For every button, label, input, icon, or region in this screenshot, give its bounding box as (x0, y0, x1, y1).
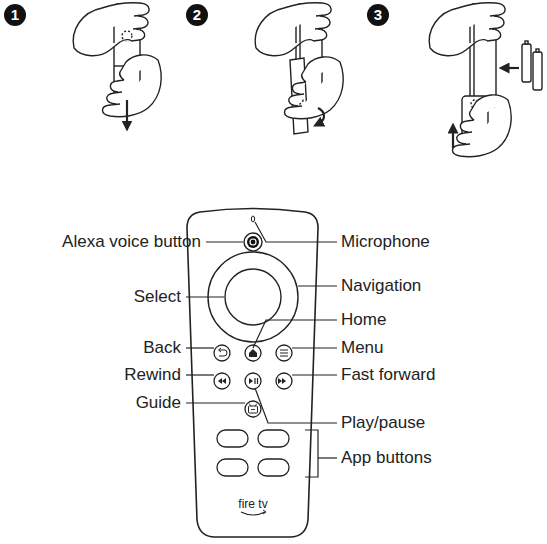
part-label: Home (341, 310, 386, 330)
part-label: Play/pause (341, 413, 425, 433)
callout-number: 3 (367, 4, 389, 26)
part-label: Menu (341, 338, 384, 358)
part-label: Rewind (124, 365, 181, 385)
callout-number: 2 (186, 4, 208, 26)
part-label: Select (134, 287, 181, 307)
callout-number: 1 (4, 4, 26, 26)
part-label: Microphone (341, 232, 430, 252)
part-label: App buttons (341, 448, 432, 468)
part-label: Navigation (341, 276, 421, 296)
part-label: Alexa voice button (62, 232, 201, 252)
part-label: Back (143, 338, 181, 358)
part-label: Fast forward (341, 365, 435, 385)
part-label: Guide (136, 393, 181, 413)
brand-logo: fire tv (238, 497, 267, 511)
